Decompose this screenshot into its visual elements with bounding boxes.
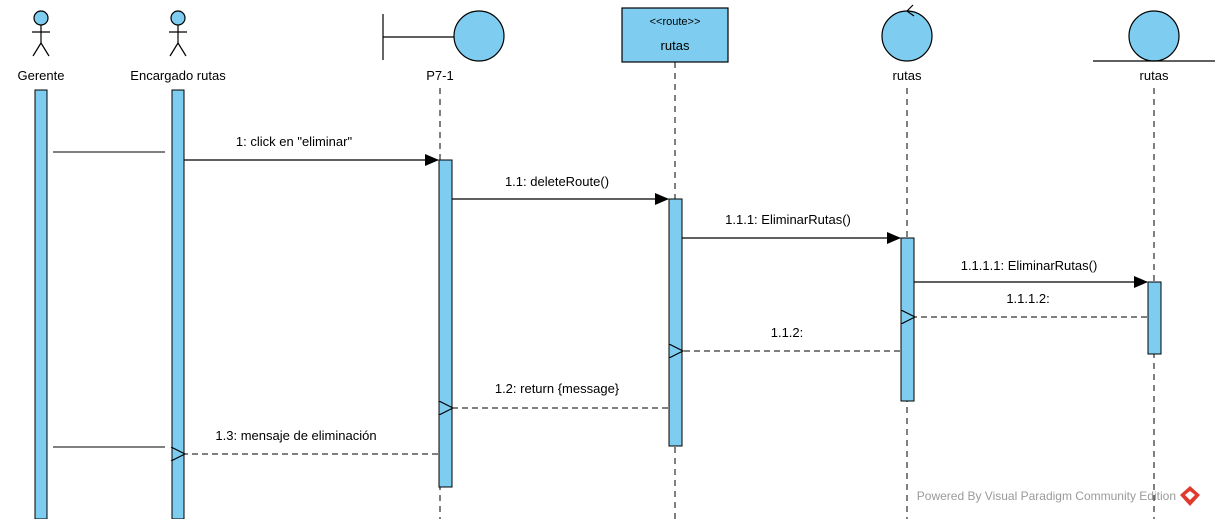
- actor-encargado-label: Encargado rutas: [130, 68, 226, 83]
- control-icon: [881, 4, 933, 62]
- message-1-1-1-label: 1.1.1: EliminarRutas(): [725, 212, 851, 227]
- entity-label: rutas: [1140, 68, 1169, 83]
- route-label: rutas: [661, 38, 690, 53]
- gerente-activation: [34, 89, 48, 519]
- return-1-2[interactable]: 1.2: return {message}: [453, 381, 668, 408]
- entity-activation: [1147, 281, 1162, 355]
- actor-encargado[interactable]: Encargado rutas: [130, 10, 226, 83]
- encargado-activation: [171, 89, 185, 519]
- message-1-1[interactable]: 1.1: deleteRoute(): [452, 174, 669, 205]
- message-1-1-1[interactable]: 1.1.1: EliminarRutas(): [682, 212, 901, 244]
- entity-rutas[interactable]: rutas: [1093, 10, 1215, 83]
- control-label: rutas: [893, 68, 922, 83]
- actor-gerente-label: Gerente: [18, 68, 65, 83]
- return-1-3-label: 1.3: mensaje de eliminación: [215, 428, 376, 443]
- control-rutas[interactable]: rutas: [881, 4, 933, 83]
- actor-icon: [169, 10, 187, 57]
- entity-icon: [1093, 10, 1215, 62]
- message-1-1-1-1-label: 1.1.1.1: EliminarRutas(): [961, 258, 1098, 273]
- message-1-1-label: 1.1: deleteRoute(): [505, 174, 609, 189]
- return-1-1-1-2-label: 1.1.1.2:: [1006, 291, 1049, 306]
- return-1-2-label: 1.2: return {message}: [495, 381, 620, 396]
- actor-icon: [32, 10, 50, 57]
- message-1-label: 1: click en "eliminar": [236, 134, 353, 149]
- route-box: [621, 7, 729, 63]
- return-1-3[interactable]: 1.3: mensaje de eliminación: [185, 428, 438, 454]
- return-1-1-1-2[interactable]: 1.1.1.2:: [915, 291, 1147, 317]
- boundary-p7-1[interactable]: P7-1: [382, 10, 505, 83]
- message-1[interactable]: 1: click en "eliminar": [184, 134, 439, 166]
- boundary-icon: [382, 10, 505, 62]
- message-1-1-1-1[interactable]: 1.1.1.1: EliminarRutas(): [914, 258, 1148, 288]
- route-activation: [668, 198, 683, 447]
- control-activation: [900, 237, 915, 402]
- actor-gerente[interactable]: Gerente: [18, 10, 65, 83]
- boundary-activation: [438, 159, 453, 488]
- route-stereotype: <<route>>: [650, 16, 701, 28]
- route-rutas[interactable]: <<route>> rutas: [621, 7, 729, 63]
- watermark-text: Powered By Visual Paradigm Community Edi…: [917, 489, 1176, 503]
- return-1-1-2[interactable]: 1.1.2:: [683, 325, 900, 351]
- watermark: Powered By Visual Paradigm Community Edi…: [917, 486, 1200, 506]
- visual-paradigm-logo-icon: [1180, 486, 1200, 506]
- boundary-label: P7-1: [426, 68, 453, 83]
- return-1-1-2-label: 1.1.2:: [771, 325, 804, 340]
